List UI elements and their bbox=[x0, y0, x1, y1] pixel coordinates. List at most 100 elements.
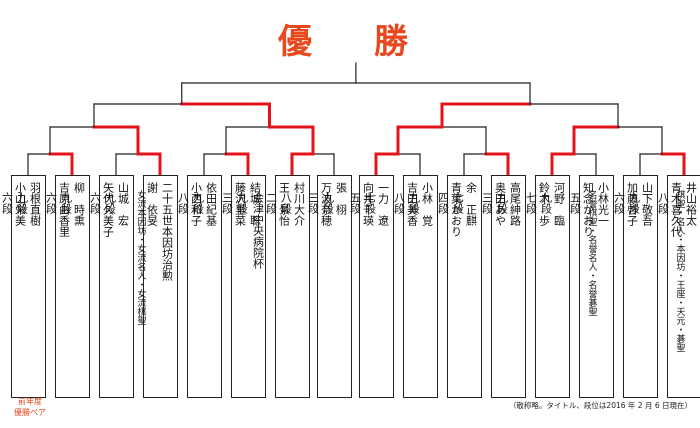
player-column: 鈴木 歩七段 bbox=[525, 182, 551, 226]
player-column: 小西和子八段 bbox=[177, 182, 203, 226]
player-name: 小林光一 bbox=[596, 182, 610, 226]
team-card: 山城 宏九段矢代久美子六段 bbox=[89, 175, 134, 398]
player-titles: 女流本因坊・女流名人・女流棋聖 bbox=[135, 190, 146, 325]
player-rank: 九段 bbox=[539, 192, 553, 214]
team-card: 余 正麒七段青葉かおり四段 bbox=[437, 175, 482, 398]
player-name: 小西和子 bbox=[189, 182, 203, 226]
player-name: 鈴木 歩 bbox=[537, 182, 551, 226]
player-name: 依田紀基 bbox=[204, 182, 218, 226]
player-rank: 九段 bbox=[407, 192, 421, 214]
previous-champion-label: 前年度優勝ペア bbox=[0, 396, 60, 418]
player-column: 山下敬吾九段 bbox=[628, 182, 654, 226]
player-column: 張 栩九段 bbox=[322, 182, 348, 215]
player-name: 河野 臨 bbox=[552, 182, 566, 226]
player-column: 吉田美香八段 bbox=[393, 182, 419, 226]
player-rank: 九段 bbox=[15, 192, 29, 214]
player-column: 依田紀基九段 bbox=[192, 182, 218, 226]
champion-label-line: 前年度 bbox=[18, 397, 42, 406]
player-rank: 九段 bbox=[627, 192, 641, 214]
player-name: 小林 覚 bbox=[420, 182, 434, 226]
player-rank: 六段 bbox=[612, 192, 626, 214]
player-column: 加藤啓子六段 bbox=[613, 182, 639, 226]
player-rank: 六段 bbox=[0, 192, 14, 214]
player-column: 柳 時熏九段 bbox=[60, 182, 86, 226]
player-rank: 九段 bbox=[191, 192, 205, 214]
footnote: （敬称略。タイトル、段位は2016 年 2 月 6 日現在） bbox=[508, 401, 692, 410]
team-card: 小林 覚九段吉田美香八段 bbox=[393, 175, 438, 398]
player-name: 王 景怡 bbox=[277, 182, 291, 226]
player-column: 高尾紳路九段 bbox=[496, 182, 522, 226]
player-rank: 五段 bbox=[568, 192, 582, 214]
player-column: 奥田あや三段 bbox=[481, 182, 507, 226]
team-card: 一力 遼七段向井千瑛五段 bbox=[349, 175, 394, 398]
player-name: 高尾紳路 bbox=[508, 182, 522, 226]
player-name: 青葉かおり bbox=[449, 182, 463, 237]
player-rank: 四段 bbox=[436, 192, 450, 214]
player-column: 矢代久美子六段 bbox=[89, 182, 115, 237]
player-rank: 七段 bbox=[363, 192, 377, 214]
player-name: 村川大介 bbox=[292, 182, 306, 226]
sponsor-label: 会津中央病院杯 bbox=[251, 192, 265, 269]
player-name: 張 栩 bbox=[334, 182, 348, 215]
team-card: 柳 時熏九段吉原由香里六段 bbox=[45, 175, 90, 398]
player-rank: 九段 bbox=[103, 192, 117, 214]
player-name: 二十五世本因坊治勲 bbox=[160, 182, 174, 281]
player-rank: 二段 bbox=[264, 192, 278, 214]
player-column: 知念かおり五段 bbox=[569, 182, 595, 237]
player-column: 王 景怡二段会津中央病院杯 bbox=[252, 182, 291, 269]
player-rank: 八段 bbox=[656, 192, 670, 214]
player-name: 小山栄美 bbox=[13, 182, 27, 226]
player-name: 知念かおり bbox=[581, 182, 595, 237]
player-column: 一力 遼七段 bbox=[364, 182, 390, 226]
player-column: 青木喜久代八段 bbox=[657, 182, 683, 237]
player-column: 羽根直樹九段 bbox=[16, 182, 42, 226]
player-name: 一力 遼 bbox=[376, 182, 390, 226]
team-card: 結城 聡九段藤沢里菜三段 bbox=[221, 175, 266, 398]
player-column: 結城 聡九段 bbox=[236, 182, 262, 226]
player-rank: 三段 bbox=[306, 192, 320, 214]
player-name: 山城 宏 bbox=[116, 182, 130, 226]
team-card: 河野 臨九段鈴木 歩七段 bbox=[525, 175, 570, 398]
player-name: 奥田あや bbox=[493, 182, 507, 226]
player-column: 山城 宏九段 bbox=[104, 182, 130, 226]
player-name: 結城 聡 bbox=[248, 182, 262, 226]
team-card: 山下敬吾九段加藤啓子六段 bbox=[613, 175, 658, 398]
player-rank: 六段 bbox=[44, 192, 58, 214]
player-titles: 名誉棋聖・名誉名人・名誉碁聖 bbox=[586, 190, 597, 316]
player-name: 青木喜久代 bbox=[669, 182, 683, 237]
team-card: 村川大介八段王 景怡二段会津中央病院杯 bbox=[252, 175, 310, 398]
player-name: 羽根直樹 bbox=[28, 182, 42, 226]
player-rank: 五段 bbox=[348, 192, 362, 214]
player-column: 余 正麒七段 bbox=[452, 182, 478, 226]
player-rank: 三段 bbox=[480, 192, 494, 214]
player-name: 万波奈穂 bbox=[319, 182, 333, 226]
player-column: 村川大介八段 bbox=[280, 182, 306, 226]
player-name: 吉田美香 bbox=[405, 182, 419, 226]
player-rank: 三段 bbox=[220, 192, 234, 214]
player-column: 小山栄美六段 bbox=[1, 182, 27, 226]
player-rank: 九段 bbox=[495, 192, 509, 214]
team-card: 張 栩九段万波奈穂三段 bbox=[307, 175, 352, 398]
player-column: 井山裕太棋聖・名人・本因坊・王座・天元・碁聖 bbox=[675, 182, 698, 352]
player-rank: 八段 bbox=[392, 192, 406, 214]
team-card: 二十五世本因坊治勲謝 依旻女流本因坊・女流名人・女流棋聖 bbox=[136, 175, 178, 398]
player-name: 加藤啓子 bbox=[625, 182, 639, 226]
team-card: 小林光一名誉棋聖・名誉名人・名誉碁聖知念かおり五段 bbox=[569, 175, 614, 398]
team-card: 羽根直樹九段小山栄美六段 bbox=[1, 175, 46, 398]
player-column: 二十五世本因坊治勲 bbox=[161, 182, 174, 281]
player-column: 河野 臨九段 bbox=[540, 182, 566, 226]
player-column: 謝 依旻女流本因坊・女流名人・女流棋聖 bbox=[136, 182, 159, 325]
player-name: 井山裕太 bbox=[684, 182, 698, 226]
player-rank: 九段 bbox=[321, 192, 335, 214]
player-name: 謝 依旻 bbox=[145, 182, 159, 226]
player-name: 吉原由香里 bbox=[57, 182, 71, 237]
player-name: 藤沢里菜 bbox=[233, 182, 247, 226]
player-column: 藤沢里菜三段 bbox=[221, 182, 247, 226]
player-name: 向井千瑛 bbox=[361, 182, 375, 226]
team-card: 井山裕太棋聖・名人・本因坊・王座・天元・碁聖青木喜久代八段 bbox=[657, 175, 700, 398]
page-title: 優 勝 bbox=[278, 22, 422, 62]
player-name: 柳 時熏 bbox=[72, 182, 86, 226]
player-titles: 棋聖・名人・本因坊・王座・天元・碁聖 bbox=[674, 190, 685, 352]
